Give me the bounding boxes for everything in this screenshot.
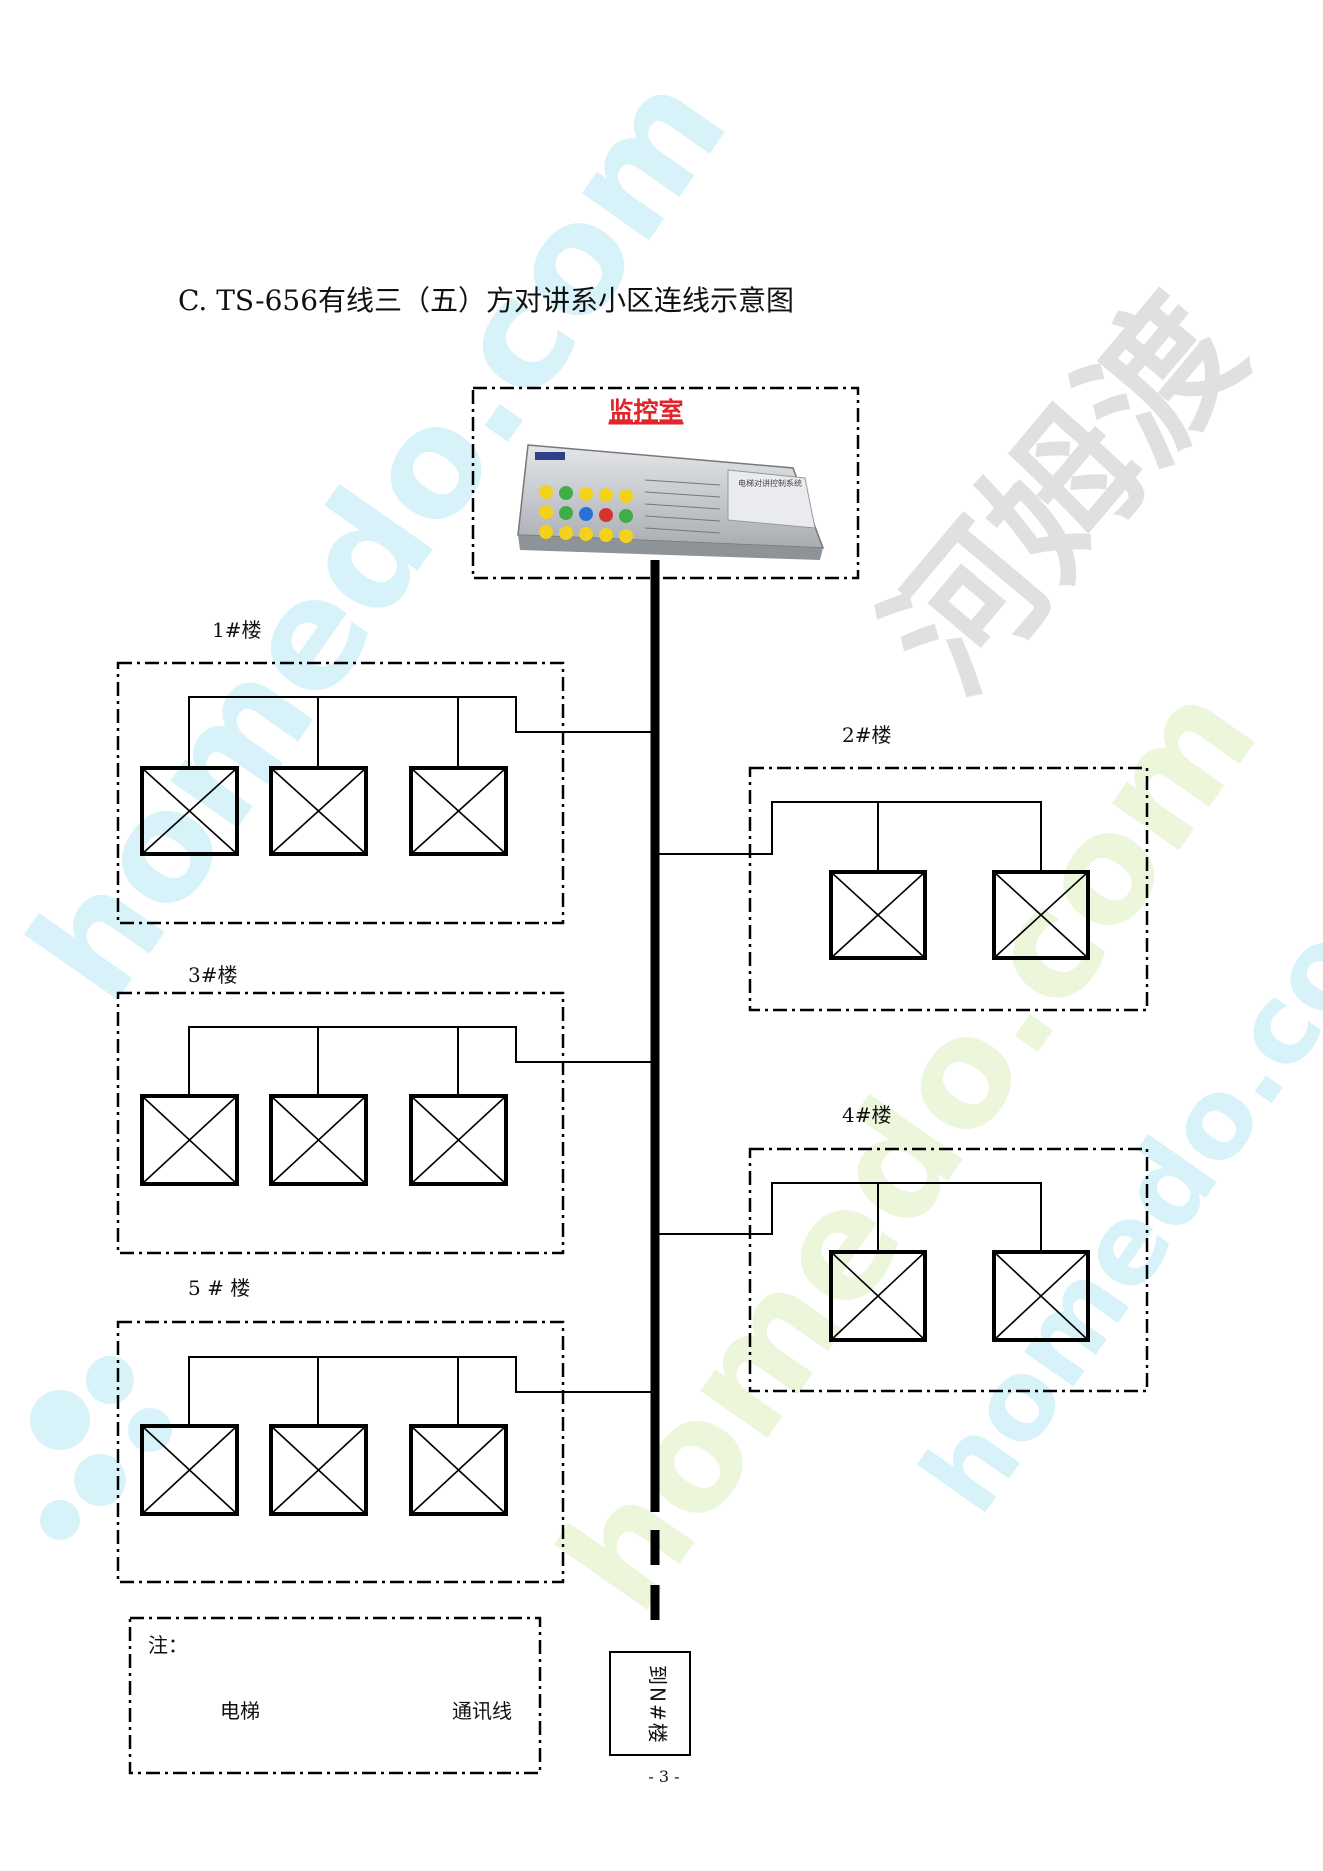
trunk-end: 到N#楼 — [609, 1651, 691, 1756]
legend-comm-line-label: 通讯线 — [452, 1699, 512, 1723]
building-label: 2#楼 — [842, 723, 891, 747]
device-panel-text: 电梯对讲控制系统 — [738, 478, 802, 488]
control-room: 监控室 电梯对讲控制系统 — [471, 386, 860, 580]
trunk-end-label: 到N#楼 — [646, 1665, 670, 1745]
page-number: - 3 - — [648, 1767, 679, 1786]
elevator-icon — [409, 766, 508, 856]
device-buttons — [539, 485, 633, 543]
watermark-group: homedo.com homedo.com homedo.com 河姆渡 — [0, 43, 1323, 1640]
elevator-icon — [269, 1094, 368, 1186]
watermark-logo-icon — [30, 1356, 172, 1540]
elevator-icon — [409, 1094, 508, 1186]
building-label: 4#楼 — [842, 1103, 891, 1127]
building-1: 1#楼 — [116, 618, 655, 925]
elevator-icon — [829, 870, 927, 960]
legend-frame — [128, 1616, 542, 1775]
building-4: 4#楼 — [655, 1103, 1149, 1393]
building-frame — [116, 1320, 565, 1584]
building-frame — [116, 661, 565, 925]
building-frame — [116, 991, 565, 1255]
trunk-end-box — [609, 1651, 691, 1756]
building-frame — [748, 1147, 1149, 1393]
elevator-icon — [140, 1424, 239, 1516]
building-label: 3#楼 — [188, 963, 237, 987]
building-3: 3#楼 — [116, 963, 655, 1255]
page-title: C. TS-656有线三（五）方对讲系小区连线示意图 — [178, 284, 794, 317]
building-5: 5 # 楼 — [116, 1276, 655, 1584]
elevator-icon — [829, 1250, 927, 1342]
building-label: 5 # 楼 — [188, 1276, 250, 1300]
elevator-icon — [992, 1250, 1090, 1342]
control-room-frame — [471, 386, 860, 580]
control-device-icon: 电梯对讲控制系统 — [517, 444, 825, 560]
legend-heading: 注： — [148, 1633, 188, 1657]
watermark-chinese: 河姆渡 — [854, 267, 1277, 724]
elevator-icon — [409, 1424, 508, 1516]
elevator-icon — [992, 870, 1090, 960]
legend: 注： 电梯 通讯线 — [128, 1616, 542, 1775]
elevator-icon — [140, 766, 239, 856]
building-label: 1#楼 — [212, 618, 261, 642]
building-2: 2#楼 — [655, 723, 1149, 1012]
elevator-icon — [269, 766, 368, 856]
elevator-icon — [140, 1094, 239, 1186]
elevator-icon — [269, 1424, 368, 1516]
legend-elevator-label: 电梯 — [220, 1699, 260, 1723]
building-frame — [748, 766, 1149, 1012]
control-room-label: 监控室 — [608, 397, 683, 426]
